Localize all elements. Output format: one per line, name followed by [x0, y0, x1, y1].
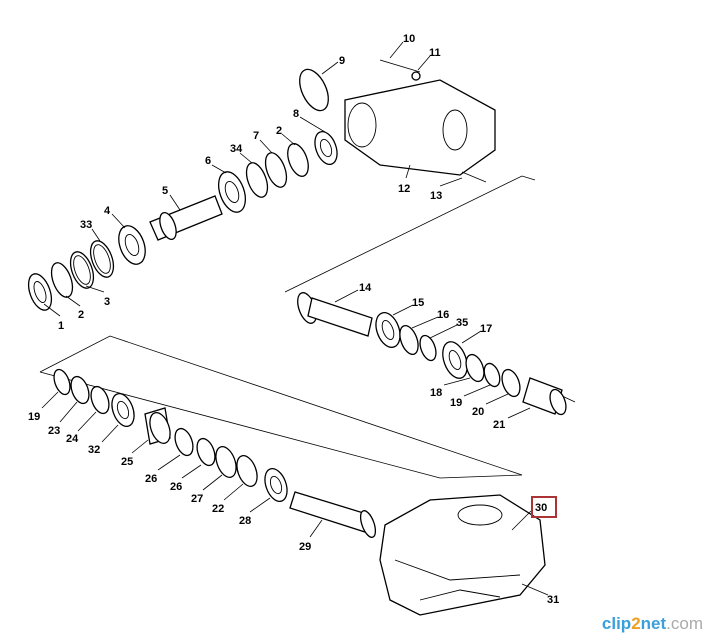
part-28-bearing[interactable] — [261, 466, 291, 505]
label: 28 — [239, 515, 251, 527]
label: 14 — [359, 282, 372, 294]
label: 20 — [472, 406, 484, 418]
part-2-ring[interactable] — [47, 260, 76, 300]
label: 10 — [403, 33, 415, 45]
label: 19 — [28, 411, 40, 423]
leader-lines — [41, 41, 549, 596]
bottom-shaft-assembly — [51, 367, 546, 616]
label: 12 — [398, 183, 410, 195]
top-shaft-assembly — [24, 59, 496, 314]
label: 34 — [230, 143, 243, 155]
highlighted-label: 30 — [535, 502, 547, 514]
part-14-shaft[interactable] — [307, 297, 373, 337]
label: 2 — [78, 309, 84, 321]
highlight-box-part-30 — [531, 496, 557, 518]
part-20-ring[interactable] — [499, 367, 524, 399]
part-4-bearing[interactable] — [114, 222, 150, 268]
part-16-ring[interactable] — [396, 323, 421, 357]
part-12-housing[interactable] — [344, 79, 496, 176]
part-labels: 10 11 9 8 2 7 34 6 5 4 33 1 2 3 12 13 14… — [28, 33, 559, 606]
label: 9 — [339, 55, 345, 67]
part-30-housing[interactable] — [379, 494, 546, 616]
label: 27 — [191, 493, 203, 505]
label: 15 — [412, 297, 424, 309]
part-23-ring[interactable] — [68, 374, 93, 406]
label: 25 — [121, 456, 133, 468]
label: 6 — [205, 155, 211, 167]
part-29-shaft[interactable] — [289, 491, 371, 533]
part-32-bearing[interactable] — [108, 391, 138, 430]
part-2-ring[interactable] — [284, 141, 313, 179]
part-26-ring[interactable] — [172, 426, 197, 458]
watermark-text: 2 — [631, 614, 641, 633]
label: 33 — [80, 219, 92, 231]
part-24-ring[interactable] — [88, 384, 113, 416]
watermark: clip2net.com — [602, 614, 703, 634]
label: 18 — [430, 387, 442, 399]
label: 29 — [299, 541, 311, 553]
part-22-ring[interactable] — [233, 453, 261, 489]
middle-shaft-assembly — [297, 292, 567, 416]
watermark-text: net — [640, 614, 667, 633]
label: 2 — [276, 125, 282, 137]
part-19-ring[interactable] — [481, 361, 502, 388]
label: 35 — [456, 317, 468, 329]
watermark-text: .com — [666, 614, 703, 633]
label: 31 — [547, 594, 559, 606]
label: 11 — [429, 47, 441, 59]
part-1-seal[interactable] — [24, 271, 56, 314]
label: 13 — [430, 190, 442, 202]
part-33-ring[interactable] — [86, 238, 118, 281]
label: 5 — [162, 185, 168, 197]
label: 1 — [58, 320, 64, 332]
label: 23 — [48, 425, 60, 437]
label: 17 — [480, 323, 492, 335]
part-34-ring[interactable] — [242, 160, 271, 200]
label: 26 — [145, 473, 157, 485]
part-7-ring[interactable] — [261, 150, 290, 190]
label: 4 — [104, 205, 111, 217]
part-15-bearing[interactable] — [372, 309, 405, 350]
label: 8 — [293, 108, 299, 120]
label: 22 — [212, 503, 224, 515]
part-35-ring[interactable] — [417, 333, 439, 362]
label: 32 — [88, 444, 100, 456]
label: 26 — [170, 481, 182, 493]
part-19-circlip[interactable] — [51, 367, 73, 396]
group-frame-bottom — [39, 335, 523, 479]
part-27-ring[interactable] — [212, 444, 240, 480]
label: 19 — [450, 397, 462, 409]
label: 16 — [437, 309, 449, 321]
watermark-text: clip — [601, 614, 632, 633]
label: 24 — [66, 433, 79, 445]
part-13-pin[interactable] — [461, 171, 487, 183]
part-3-ring[interactable] — [66, 249, 98, 292]
group-frame-middle — [284, 175, 536, 293]
part-9-disc[interactable] — [294, 65, 334, 115]
label: 21 — [493, 419, 505, 431]
part-10-bolt[interactable] — [379, 59, 421, 73]
part-8-bearing[interactable] — [311, 129, 341, 168]
label: 7 — [253, 130, 259, 142]
part-26-ring[interactable] — [194, 436, 219, 468]
part-11-nut[interactable] — [411, 71, 421, 81]
part-17-bearing[interactable] — [438, 338, 472, 381]
part-18-ring[interactable] — [463, 352, 488, 384]
label: 3 — [104, 296, 110, 308]
